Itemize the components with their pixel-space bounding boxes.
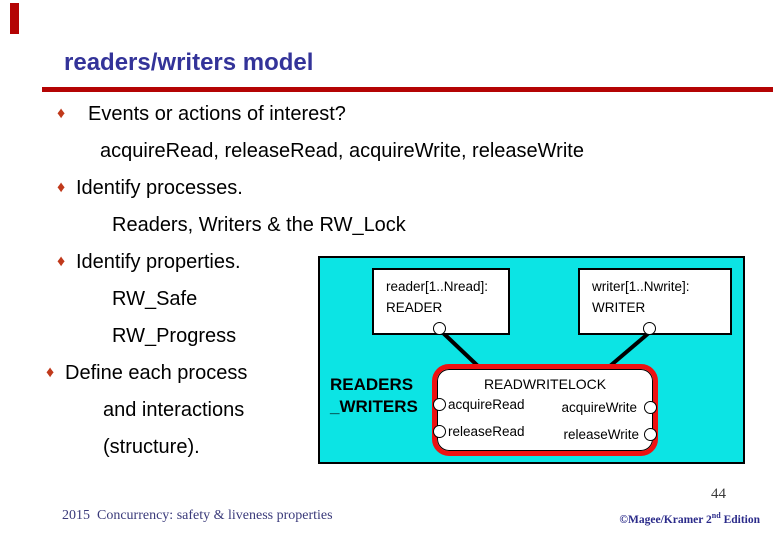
releaseWrite-port-circle-icon — [644, 428, 657, 441]
acquireRead-label: acquireRead — [448, 397, 525, 412]
diamond-bullet-icon: ♦ — [46, 364, 55, 381]
sub-text: and interactions — [103, 399, 245, 421]
group-label-line2: _WRITERS — [330, 397, 418, 416]
copyright-superscript: nd — [711, 511, 721, 520]
title-underline — [42, 87, 773, 92]
writer-box-line2: WRITER — [592, 299, 646, 315]
footer-course-title: 2015 Concurrency: safety & liveness prop… — [62, 508, 333, 523]
sub-line: RW_Progress — [112, 325, 236, 348]
sub-text: acquireRead, releaseRead, acquireWrite, … — [100, 140, 584, 162]
lock-title: READWRITELOCK — [483, 376, 607, 392]
diamond-bullet-icon: ♦ — [57, 253, 66, 270]
structure-diagram: reader[1..Nread]: READER writer[1..Nwrit… — [318, 256, 745, 464]
acquireWrite-port-circle-icon — [644, 401, 657, 414]
corner-accent-bar — [10, 3, 19, 34]
sub-line: acquireRead, releaseRead, acquireWrite, … — [100, 140, 584, 163]
releaseRead-port-circle-icon — [433, 425, 446, 438]
sub-line: Readers, Writers & the RW_Lock — [112, 214, 406, 237]
reader-box-line1: reader[1..Nread]: — [386, 279, 489, 294]
sub-line: (structure). — [103, 436, 200, 459]
acquireRead-port-circle-icon — [433, 398, 446, 411]
bullet-line: ♦ Define each process — [46, 362, 247, 385]
group-label-line1: READERS — [330, 375, 414, 394]
writer-process-box: writer[1..Nwrite]: WRITER — [578, 268, 732, 335]
acquireWrite-label: acquireWrite — [561, 400, 637, 415]
sub-text: Readers, Writers & the RW_Lock — [112, 214, 406, 236]
sub-line: and interactions — [103, 399, 244, 422]
sub-text: RW_Safe — [112, 288, 198, 310]
copyright-prefix: ©Magee/Kramer 2 — [619, 513, 712, 526]
page-number: 44 — [711, 486, 726, 502]
releaseWrite-label: releaseWrite — [563, 427, 639, 442]
bullet-text: Identify properties. — [76, 251, 241, 273]
copyright-suffix: Edition — [720, 513, 760, 526]
writer-port-circle-icon — [643, 322, 656, 335]
bullet-line: ♦ Identify processes. — [57, 177, 243, 200]
reader-port-circle-icon — [433, 322, 446, 335]
reader-box-line2: READER — [386, 299, 443, 315]
bullet-text: Events or actions of interest? — [88, 103, 346, 125]
footer-copyright: ©Magee/Kramer 2nd Edition — [619, 511, 760, 526]
bullet-text: Identify processes. — [76, 177, 243, 199]
diamond-bullet-icon: ♦ — [57, 179, 66, 196]
bullet-line: ♦ Identify properties. — [57, 251, 241, 274]
sub-line: RW_Safe — [112, 288, 197, 311]
slide-title: readers/writers model — [64, 49, 314, 76]
releaseRead-label: releaseRead — [448, 424, 525, 439]
writer-box-line1: writer[1..Nwrite]: — [592, 279, 690, 294]
sub-text: (structure). — [103, 436, 200, 458]
bullet-text: Define each process — [65, 362, 248, 384]
sub-text: RW_Progress — [112, 325, 237, 347]
bullet-line: ♦ Events or actions of interest? — [57, 103, 346, 126]
readwritelock-box: READWRITELOCK acquireRead releaseRead ac… — [432, 364, 658, 456]
group-label: READERS _WRITERS — [330, 374, 418, 418]
diamond-bullet-icon: ♦ — [57, 105, 66, 122]
